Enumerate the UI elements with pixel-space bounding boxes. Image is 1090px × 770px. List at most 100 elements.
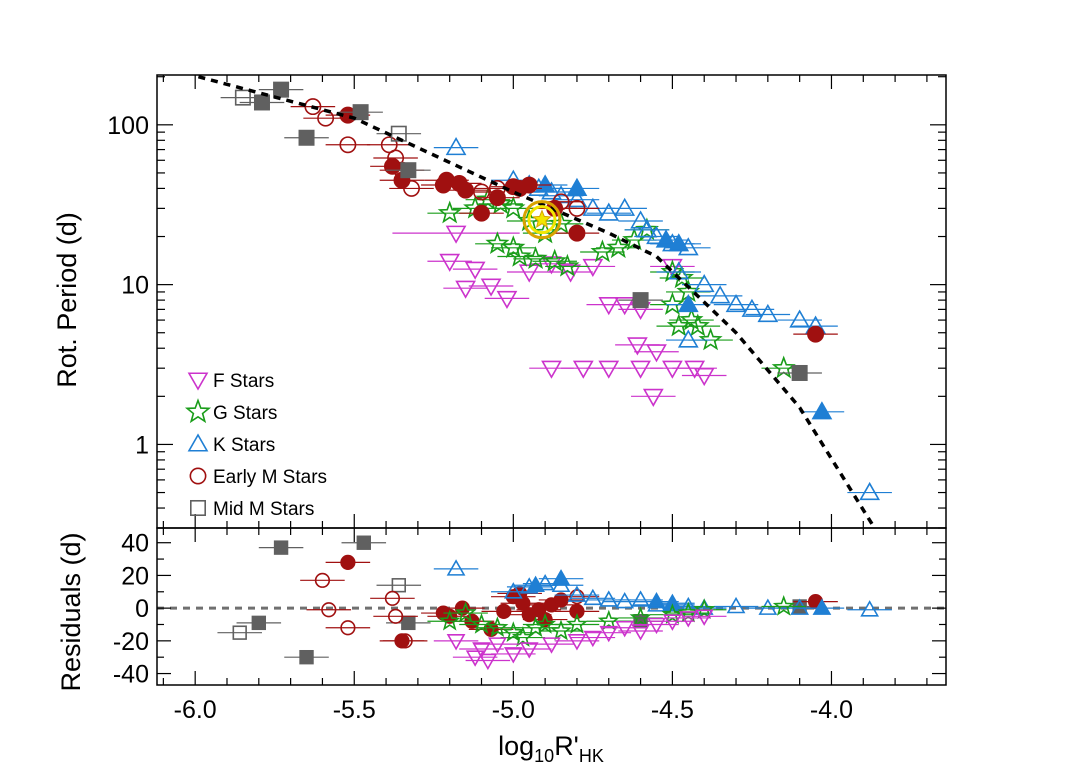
residual-point (502, 621, 525, 642)
data-point (352, 104, 369, 121)
x-axis-title-main: R' (554, 731, 579, 761)
residual-point (647, 591, 666, 609)
data-point (698, 327, 723, 351)
residual-point (537, 611, 553, 628)
data-point (473, 204, 490, 222)
residual-point (454, 601, 477, 623)
y-tick-label: -20 (113, 628, 149, 656)
data-point (725, 293, 747, 313)
data-point (507, 243, 532, 267)
residual-point (356, 535, 371, 550)
data-point (685, 313, 710, 337)
x-axis-title-base-sub: 10 (534, 746, 554, 766)
residual-point (583, 588, 603, 606)
residual-point (446, 559, 466, 576)
residual-point (251, 615, 267, 631)
data-point (473, 183, 490, 201)
data-point (598, 297, 620, 316)
data-point (298, 129, 315, 146)
residual-point (340, 554, 356, 570)
residual-point (615, 620, 635, 638)
residual-point (629, 606, 652, 628)
residual-point (551, 569, 571, 586)
residual-point (812, 598, 832, 615)
data-point (439, 253, 461, 272)
data-point (568, 224, 586, 242)
main-x-ticks (162, 75, 928, 528)
data-point (445, 137, 467, 156)
main-frame (156, 74, 947, 529)
data-point (630, 360, 651, 379)
x-axis-title: log10R'HK (498, 731, 604, 766)
data-point (485, 231, 510, 255)
data-point (632, 292, 649, 309)
y-axis-title-residuals: Residuals (d) (56, 532, 86, 691)
residual-point (321, 602, 337, 618)
residual-series-g-stars (427, 594, 807, 647)
data-point (273, 81, 290, 98)
data-point (501, 235, 526, 259)
data-point (627, 337, 648, 356)
legend-marker (187, 372, 209, 391)
data-point (488, 189, 506, 207)
series-early-m-stars-filled- (325, 106, 838, 343)
x-tick-label: -4.0 (810, 696, 853, 724)
data-point (677, 293, 699, 313)
data-point (572, 360, 594, 379)
data-point (253, 94, 270, 111)
residual-series-early-m-stars (300, 572, 600, 649)
residual-point (503, 647, 523, 664)
legend-entry-mid-m-stars: Mid M Stars (190, 499, 314, 520)
y-axis-title-main: Rot. Period (d) (52, 212, 82, 388)
residual-point (631, 590, 650, 607)
data-point (660, 291, 685, 315)
residual-point (465, 650, 485, 667)
residual-point (519, 642, 539, 659)
data-point (741, 298, 763, 317)
residuals-frame (156, 527, 947, 686)
residual-point (566, 612, 588, 634)
data-point (457, 181, 475, 199)
data-point (560, 264, 581, 283)
y-tick-label: 100 (107, 112, 149, 140)
residual-point (511, 626, 534, 647)
data-point (709, 285, 731, 304)
data-point (566, 177, 588, 196)
series-f-stars (392, 225, 727, 407)
residual-point (488, 637, 507, 654)
data-point (582, 197, 604, 216)
legend-label: G Stars (213, 403, 277, 424)
residual-data (157, 535, 946, 671)
data-point (437, 200, 462, 224)
data-point (496, 290, 518, 310)
residual-point (478, 653, 498, 671)
data-point (590, 239, 615, 263)
data-point (771, 355, 796, 379)
y-tick-label: 20 (121, 562, 149, 590)
data-point (598, 360, 620, 379)
data-point (757, 303, 779, 323)
data-point (464, 261, 486, 280)
legend-label: Mid M Stars (213, 499, 314, 520)
legend-marker (189, 467, 207, 485)
data-point (614, 297, 636, 316)
x-axis-title-base: log (498, 731, 534, 761)
residual-point (693, 598, 716, 620)
data-point (566, 189, 588, 208)
x-tick-label: -6.0 (174, 696, 217, 724)
residual-point (758, 598, 778, 615)
residual-x-ticks: -6.0-5.5-5.0-4.5-4.0 (162, 528, 928, 724)
legend-marker (184, 398, 212, 424)
residual-series-f-stars (433, 609, 727, 671)
residual-point (273, 540, 289, 555)
data-point (630, 210, 651, 229)
data-point (662, 360, 683, 379)
highlight-ring (522, 200, 562, 240)
data-point (655, 229, 677, 248)
x-tick-label: -5.0 (492, 696, 535, 724)
data-point (668, 233, 690, 252)
